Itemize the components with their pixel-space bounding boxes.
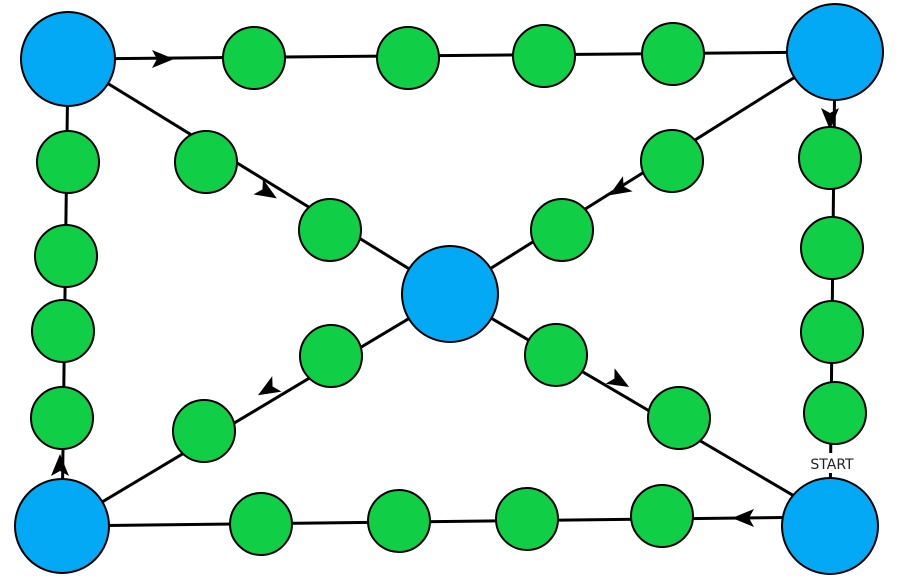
cell-bottom-3[interactable]: [367, 489, 431, 553]
arrow-diagonal-bottom-right-icon: [605, 368, 630, 387]
cell-right-3[interactable]: [800, 300, 864, 364]
top-path: [67, 50, 836, 61]
start-label-backdrop: [804, 453, 860, 473]
board-cells: [30, 22, 867, 556]
bottom-path: [61, 515, 831, 528]
cell-right-1[interactable]: [798, 126, 862, 190]
cell-right-4[interactable]: [803, 381, 867, 445]
diagonal-bottom-right-path: [449, 292, 831, 519]
cell-diagonal-top-left-2[interactable]: [298, 198, 362, 262]
arrow-diagonal-top-right-icon: [609, 176, 633, 196]
hub-bottom-left[interactable]: [14, 478, 110, 574]
board-hubs: [14, 3, 884, 575]
cell-left-2[interactable]: [31, 299, 95, 363]
cell-diagonal-bottom-left-1[interactable]: [299, 324, 363, 388]
cell-bottom-4[interactable]: [229, 492, 293, 556]
hub-top-right[interactable]: [786, 3, 884, 101]
cell-diagonal-bottom-right-2[interactable]: [647, 386, 711, 450]
cell-diagonal-top-right-1[interactable]: [640, 129, 704, 193]
cell-left-3[interactable]: [34, 224, 98, 288]
diagonal-top-left-path: [67, 57, 451, 296]
arrow-right-icon: [152, 50, 174, 68]
hub-top-left[interactable]: [20, 11, 116, 107]
diagonal-bottom-left-path: [61, 292, 451, 528]
cell-left-4[interactable]: [36, 130, 100, 194]
cell-diagonal-bottom-right-1[interactable]: [524, 323, 588, 387]
cell-diagonal-bottom-left-2[interactable]: [172, 399, 236, 463]
cell-bottom-2[interactable]: [495, 487, 559, 551]
cell-top-4[interactable]: [641, 22, 705, 86]
arrow-diagonal-bottom-left-icon: [257, 376, 282, 396]
start-label: START: [810, 457, 854, 473]
cell-right-2[interactable]: [800, 216, 864, 280]
cell-top-2[interactable]: [376, 26, 440, 90]
cell-diagonal-top-right-2[interactable]: [530, 198, 594, 262]
arrow-diagonal-top-left-icon: [253, 179, 277, 199]
direction-arrows: [51, 50, 839, 527]
arrow-up-icon: [51, 454, 69, 476]
hub-bottom-right[interactable]: [781, 477, 879, 575]
left-path: [60, 58, 70, 527]
cell-diagonal-top-left-1[interactable]: [174, 130, 238, 194]
cell-top-1[interactable]: [222, 26, 286, 90]
arrow-down-icon: [821, 108, 839, 130]
arrow-left-icon: [732, 509, 754, 527]
cell-left-1[interactable]: [30, 386, 94, 450]
cell-top-3[interactable]: [512, 24, 576, 88]
hub-center[interactable]: [401, 245, 499, 343]
cell-bottom-1[interactable]: [630, 484, 694, 548]
